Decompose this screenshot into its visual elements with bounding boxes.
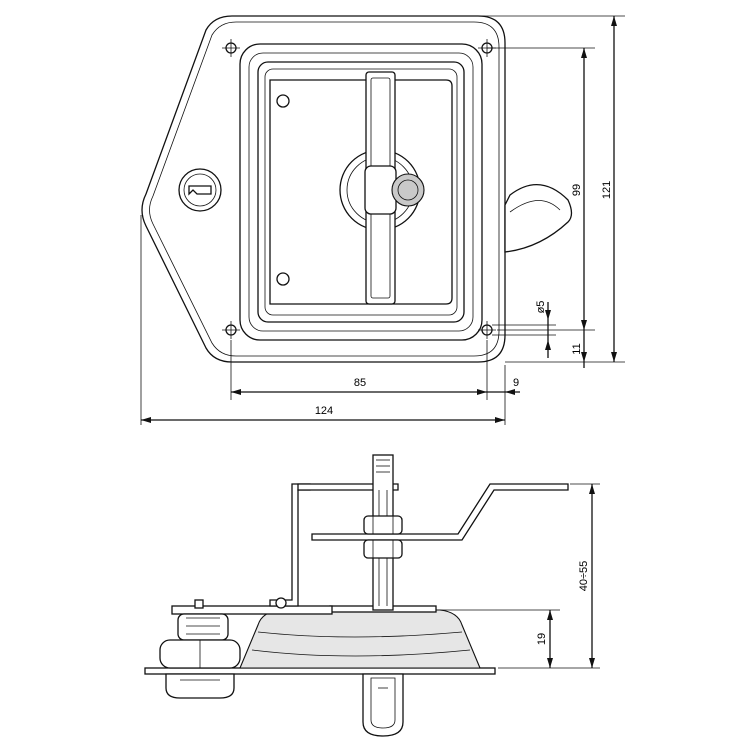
- horizontal-dimensions: 85 9 124: [140, 215, 520, 425]
- side-dimensions: 19 40÷55: [440, 483, 600, 669]
- dimension-label: 19: [536, 633, 548, 645]
- base-flange: [144, 667, 496, 675]
- dimension-label: 11: [571, 343, 583, 354]
- dimension-label: 121: [601, 181, 613, 199]
- dimension-label: 99: [571, 184, 583, 196]
- handle-below: [362, 673, 404, 737]
- mounting-plate: [171, 605, 333, 615]
- dimension-label: 124: [315, 405, 333, 417]
- dimension-label: ø5: [535, 301, 547, 314]
- latch-tab: [504, 183, 573, 253]
- rivet: [276, 272, 290, 286]
- pan-inner: [248, 52, 474, 332]
- nuts: [363, 515, 403, 559]
- t-handle: [339, 71, 425, 305]
- flange-inner-line: [149, 21, 500, 357]
- rivet: [276, 94, 290, 108]
- pan-body: [239, 609, 481, 669]
- dimension-label: 9: [513, 377, 519, 389]
- cam-arm: [311, 483, 569, 541]
- vertical-dimensions: 99 121 11 ø5: [478, 15, 625, 368]
- key-cylinder-side: [159, 613, 241, 699]
- bracket: [269, 483, 311, 607]
- pan-face-inner: [264, 68, 458, 316]
- side-view: 19 40÷55: [144, 454, 600, 737]
- key-cylinder: [178, 168, 222, 212]
- dimension-label: 85: [354, 377, 366, 389]
- top-view: 85 9 124 99 121 11 ø5: [140, 15, 625, 425]
- dimension-label: 40÷55: [578, 561, 590, 592]
